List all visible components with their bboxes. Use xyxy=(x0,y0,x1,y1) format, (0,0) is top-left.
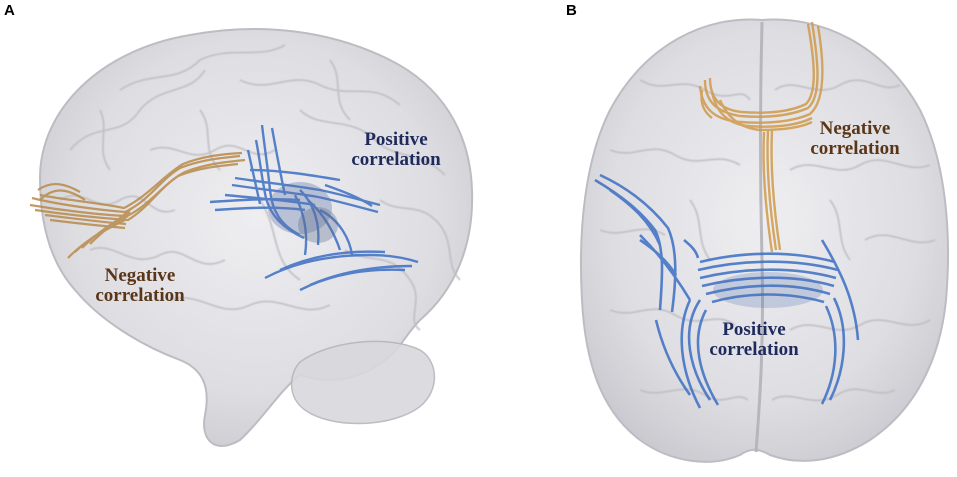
label-line: correlation xyxy=(95,285,185,306)
label-line: Negative xyxy=(104,265,176,286)
positive-correlation-label-b: Positive correlation xyxy=(694,320,814,360)
positive-tracts-b xyxy=(594,173,860,409)
label-line: correlation xyxy=(810,138,900,159)
panel-letter-a: A xyxy=(4,2,15,19)
negative-tracts-b xyxy=(698,21,824,253)
label-line: correlation xyxy=(351,149,441,170)
positive-tracts-a xyxy=(209,124,419,292)
negative-correlation-label-b: Negative correlation xyxy=(795,119,915,159)
negative-tracts-a xyxy=(29,151,246,259)
positive-correlation-label-a: Positive correlation xyxy=(336,130,456,170)
panel-letter-b: B xyxy=(566,2,577,19)
axial-brain xyxy=(579,18,949,463)
negative-correlation-label-a: Negative correlation xyxy=(80,266,200,306)
sagittal-brain xyxy=(29,28,474,447)
label-line: Positive xyxy=(364,129,428,150)
label-line: Negative xyxy=(819,118,891,139)
label-line: correlation xyxy=(709,339,799,360)
label-line: Positive xyxy=(722,319,786,340)
